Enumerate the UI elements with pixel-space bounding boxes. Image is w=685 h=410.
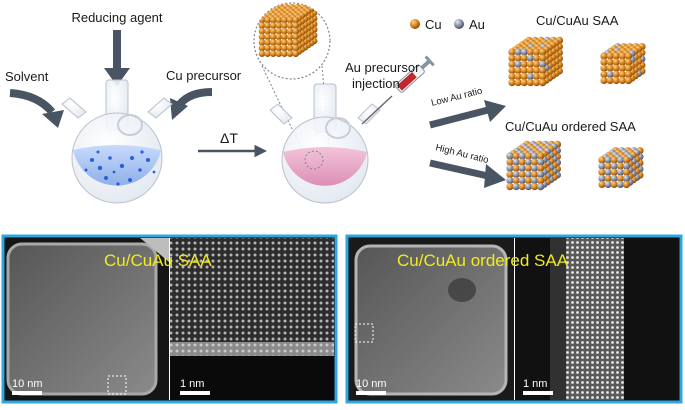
- scale-label-right-atomic: 1 nm: [523, 378, 547, 390]
- zoom-region-marker-right: [354, 323, 374, 343]
- high-au-ratio-arrow: [429, 159, 489, 180]
- legend-cu-swatch: [410, 19, 420, 29]
- cube-ordered-saa-full: [506, 140, 562, 191]
- syringe-icon: [361, 55, 435, 125]
- legend: Cu Au: [410, 17, 485, 32]
- flask-reaction: [61, 79, 173, 204]
- scale-label-left-overview: 10 nm: [12, 378, 43, 390]
- low-au-ratio-arrow: [429, 106, 489, 129]
- label-au-precursor: Au precursor: [345, 60, 420, 75]
- label-product-ordered-saa: Cu/CuAu ordered SAA: [505, 119, 636, 134]
- scale-bar-right-atomic: [523, 391, 553, 395]
- scale-label-left-atomic: 1 nm: [180, 378, 204, 390]
- label-product-saa: Cu/CuAu SAA: [536, 13, 619, 28]
- reducing-agent-arrow: [104, 30, 130, 86]
- scale-bar-right-overview: [356, 391, 386, 395]
- label-delta-t: ΔT: [220, 130, 238, 146]
- flask-injection: [269, 83, 381, 204]
- micrograph-panel-left: Cu/CuAu SAA 10 nm 1 nm: [1, 234, 338, 404]
- solvent-arrow: [9, 89, 56, 115]
- cube-saa-cutaway: [600, 43, 646, 85]
- cu-precursor-arrow-head: [170, 98, 188, 120]
- scale-label-right-overview: 10 nm: [356, 378, 387, 390]
- micrograph-panel-right: Cu/CuAu ordered SAA 10 nm 1 nm: [345, 234, 683, 404]
- panel-title-left: Cu/CuAu SAA: [104, 251, 212, 270]
- low-au-ratio-arrow-head: [484, 100, 506, 122]
- label-reducing-agent: Reducing agent: [71, 10, 162, 25]
- cube-saa-full: [508, 36, 564, 87]
- atomic-lattice-right: [566, 238, 624, 400]
- legend-cu-label: Cu: [425, 17, 442, 32]
- label-solvent: Solvent: [5, 69, 49, 84]
- legend-au-swatch: [454, 19, 464, 29]
- cu-precursor-arrow: [176, 88, 213, 107]
- scale-bar-left-atomic: [180, 391, 210, 395]
- label-injection: injection: [352, 76, 400, 91]
- solvent-arrow-head: [42, 110, 64, 128]
- high-au-ratio-arrow-head: [484, 164, 506, 188]
- legend-au-label: Au: [469, 17, 485, 32]
- cube-ordered-saa-cutaway: [598, 147, 644, 189]
- zoom-region-marker-left: [107, 375, 127, 395]
- label-low-au-ratio: Low Au ratio: [430, 86, 483, 109]
- nanocube-image-left: [6, 242, 158, 396]
- scale-bar-left-overview: [12, 391, 42, 395]
- label-cu-precursor: Cu precursor: [166, 68, 242, 83]
- panel-title-right: Cu/CuAu ordered SAA: [397, 251, 569, 270]
